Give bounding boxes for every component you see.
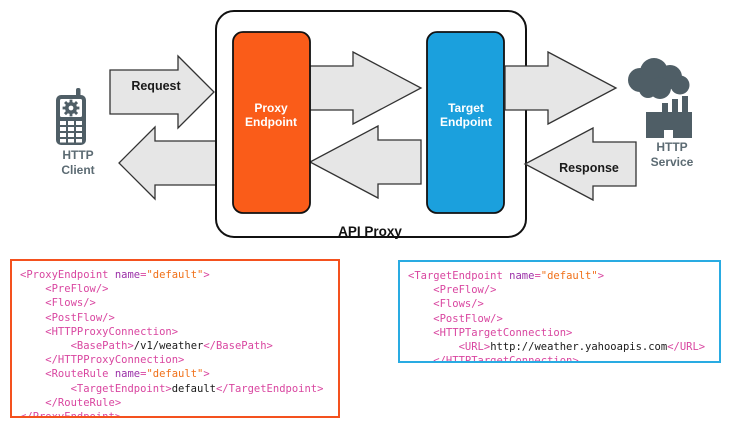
- code-line: <ProxyEndpoint name="default">: [20, 268, 338, 282]
- code-line: <HTTPTargetConnection>: [408, 326, 719, 340]
- code-token-tag: <Flows/>: [408, 298, 484, 311]
- code-token-tag: >: [203, 368, 210, 381]
- target-to-proxy-arrow: [308, 124, 422, 200]
- code-token-eq: =: [140, 368, 147, 381]
- http-service-label: HTTP Service: [650, 140, 694, 169]
- code-token-tag: >: [203, 269, 210, 281]
- code-token-tag: </HTTPTargetConnection>: [408, 355, 579, 363]
- code-token-attr: name: [114, 368, 141, 381]
- code-token-tag: <ProxyEndpoint: [20, 269, 115, 281]
- code-token-tag: <HTTPProxyConnection>: [20, 325, 179, 338]
- code-token-tag: <PostFlow/>: [20, 311, 115, 324]
- code-token-tag: >: [597, 270, 605, 282]
- code-line: </ProxyEndpoint>: [20, 410, 338, 418]
- target-endpoint-code-block: <TargetEndpoint name="default"> <PreFlow…: [398, 260, 721, 363]
- code-token-attr: name: [114, 269, 141, 281]
- code-token-eq: =: [534, 270, 541, 282]
- code-token-tag: <URL>: [408, 341, 491, 354]
- target-endpoint-box[interactable]: [426, 31, 505, 214]
- code-line: </HTTPProxyConnection>: [20, 353, 338, 367]
- code-line: <PostFlow/>: [408, 312, 719, 326]
- code-line: <TargetEndpoint>default</TargetEndpoint>: [20, 382, 338, 396]
- code-token-val: "default": [146, 368, 204, 381]
- code-token-tag: <Flows/>: [20, 297, 96, 310]
- code-token-tag: <TargetEndpoint: [408, 270, 510, 282]
- code-line: <URL>http://weather.yahooapis.com</URL>: [408, 340, 719, 354]
- api-proxy-diagram: [56, 10, 692, 238]
- code-line: <HTTPProxyConnection>: [20, 325, 338, 339]
- code-line: <RouteRule name="default">: [20, 367, 338, 381]
- code-line: <Flows/>: [408, 297, 719, 311]
- code-token-attr: name: [509, 270, 535, 282]
- code-line: <Flows/>: [20, 296, 338, 310]
- code-token-text: default: [171, 382, 216, 395]
- mobile-phone-gear-icon: [56, 88, 86, 145]
- proxy-endpoint-code-block: <ProxyEndpoint name="default"> <PreFlow/…: [10, 259, 340, 418]
- proxy-endpoint-box[interactable]: [232, 31, 311, 214]
- gear-icon: [62, 99, 80, 117]
- code-token-tag: </URL>: [667, 341, 706, 354]
- code-line: <PreFlow/>: [20, 282, 338, 296]
- code-token-tag: <HTTPTargetConnection>: [408, 326, 573, 339]
- target-to-service-arrow: [504, 50, 618, 126]
- code-token-tag: </TargetEndpoint>: [215, 382, 324, 395]
- code-token-tag: <PostFlow/>: [408, 312, 503, 325]
- code-token-tag: </ProxyEndpoint>: [20, 411, 122, 418]
- code-line: <PreFlow/>: [408, 283, 719, 297]
- code-token-tag: <RouteRule: [20, 368, 115, 381]
- code-line: <PostFlow/>: [20, 311, 338, 325]
- code-token-text: /v1/weather: [133, 340, 204, 353]
- code-line: <BasePath>/v1/weather</BasePath>: [20, 339, 338, 353]
- http-client-label: HTTP Client: [61, 148, 95, 177]
- request-arrow: [109, 54, 215, 130]
- code-token-tag: <TargetEndpoint>: [20, 382, 172, 395]
- code-token-tag: </HTTPProxyConnection>: [20, 354, 185, 367]
- code-line: </RouteRule>: [20, 396, 338, 410]
- code-token-tag: <PreFlow/>: [20, 283, 109, 296]
- response-arrow: [523, 126, 637, 202]
- code-token-val: "default": [146, 269, 204, 281]
- code-token-tag: </RouteRule>: [20, 396, 122, 409]
- api-proxy-caption: API Proxy: [338, 224, 402, 239]
- code-token-tag: </BasePath>: [203, 340, 273, 353]
- code-token-tag: <PreFlow/>: [408, 284, 497, 297]
- code-line: </HTTPTargetConnection>: [408, 354, 719, 363]
- factory-cloud-icon: [628, 58, 692, 138]
- proxy-to-client-arrow: [118, 125, 225, 201]
- code-token-text: http://weather.yahooapis.com: [490, 341, 668, 354]
- proxy-to-target-arrow: [309, 50, 423, 126]
- code-token-tag: <BasePath>: [20, 340, 134, 353]
- code-line: <TargetEndpoint name="default">: [408, 269, 719, 283]
- code-token-eq: =: [140, 269, 147, 281]
- cloud-icon: [628, 58, 690, 99]
- code-token-val: "default": [540, 270, 598, 282]
